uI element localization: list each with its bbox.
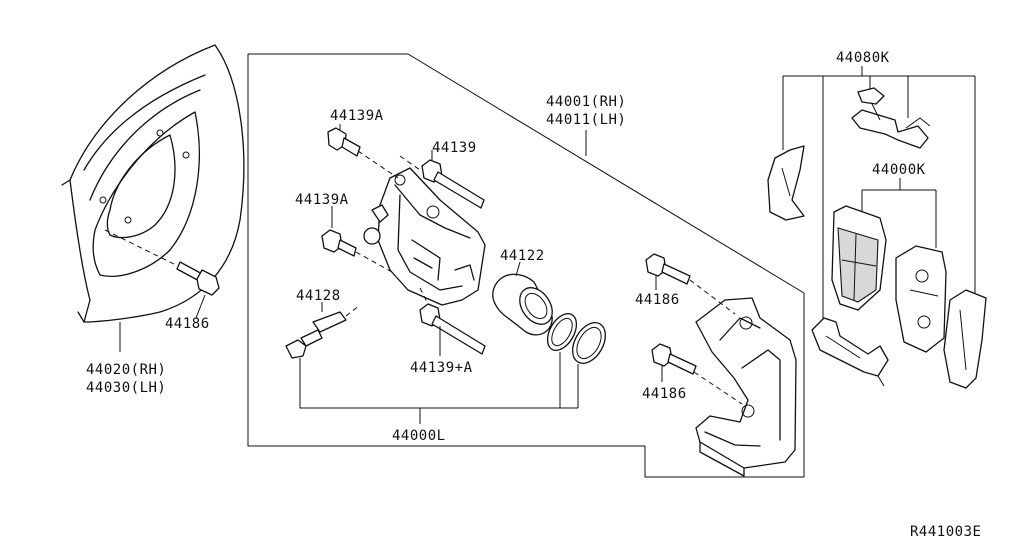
label-44001: 44001(RH) [546, 94, 626, 110]
label-44080K: 44080K [836, 50, 890, 66]
caliper-group-frame [247, 53, 805, 478]
bolt-44186-upper-drawing [645, 253, 736, 315]
pad-clip-top-drawing [851, 87, 931, 149]
bolt-44186-left-drawing [104, 229, 220, 319]
bolt-44139A-top-drawing [327, 124, 399, 179]
label-44030: 44030(LH) [86, 380, 166, 396]
bolt-44186-lower-drawing [651, 343, 743, 405]
label-44186-left: 44186 [165, 316, 210, 332]
label-44139plusA: 44139+A [410, 360, 473, 376]
leader-44080K [782, 66, 976, 320]
pad-shim-left-drawing [767, 145, 805, 221]
dust-shield-drawing [61, 44, 245, 323]
label-44186-upper: 44186 [635, 292, 680, 308]
bolt-44139A-mid-drawing [321, 206, 393, 273]
piston-44122-drawing [492, 261, 553, 336]
leader-44000K [861, 178, 937, 248]
bolt-44139plusA-drawing [419, 287, 486, 356]
pad-clip-bottom-drawing [811, 317, 889, 387]
brake-pad-outer-drawing [895, 245, 947, 353]
label-44186-lower: 44186 [642, 386, 687, 402]
bleeder-44128-drawing [285, 302, 361, 359]
caliper-bracket-drawing [695, 297, 797, 477]
brake-pad-inner-drawing [831, 205, 887, 311]
piston-seal-drawing [546, 313, 578, 351]
label-44139: 44139 [432, 140, 477, 156]
label-44139A-mid: 44139A [295, 192, 349, 208]
caliper-body-drawing [363, 167, 486, 306]
label-44020: 44020(RH) [86, 362, 166, 378]
reference-code: R441003E [910, 524, 981, 540]
boot-seal-drawing [571, 322, 607, 364]
label-44000L: 44000L [392, 428, 446, 444]
pad-shim-right-drawing [943, 289, 987, 389]
leader-44000L [299, 352, 579, 424]
label-44139A-top: 44139A [330, 108, 384, 124]
label-44000K: 44000K [872, 162, 926, 178]
label-44011: 44011(LH) [546, 112, 626, 128]
label-44122: 44122 [500, 248, 545, 264]
bolt-44139-drawing [399, 150, 485, 209]
label-44128: 44128 [296, 288, 341, 304]
